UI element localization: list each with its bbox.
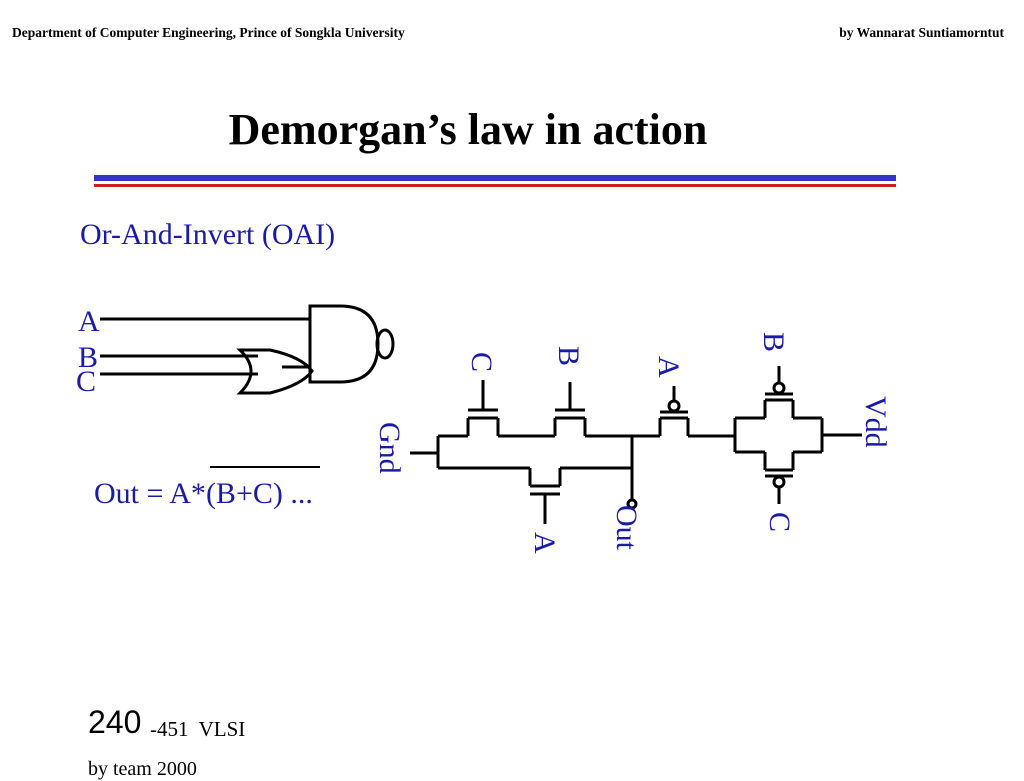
header-author: by Wannarat Suntiamorntut [839,25,1004,40]
transistor-labels: C B A A B C Gnd Vdd Out [373,332,892,554]
or-gate [236,348,314,395]
logic-gate [100,304,395,395]
footer-course-name: -451 VLSI [150,717,246,741]
pmos-a-label: A [652,356,685,378]
footer-credit: by team 2000 [88,758,197,780]
slide-title: Demorgan’s law in action [228,105,708,154]
out-label: Out [610,505,643,551]
nmos-c-label: C [465,352,498,372]
pmos-c-label: C [763,512,796,532]
transistor-network [410,366,862,524]
nmos-a-label: A [528,532,561,554]
gate-input-b: B [78,341,98,374]
pmos-c [763,452,795,504]
pmos-b-label: B [757,332,790,352]
nmos-b [553,382,587,436]
nmos-c [466,380,500,436]
title-rule-blue [94,175,896,181]
pmos-a [658,386,690,436]
equation-suffix: ... [283,477,313,510]
gnd-label: Gnd [373,422,406,474]
title-rule-red [94,184,896,187]
inversion-bubble [375,328,395,360]
and-gate [308,304,380,384]
footer-course-number: 240 [88,704,142,740]
nmos-b-label: B [552,346,585,366]
subtitle: Or-And-Invert (OAI) [80,218,336,251]
gate-input-a: A [78,305,100,338]
header-department: Department of Computer Engineering, Prin… [12,25,405,40]
nmos-a [528,468,562,524]
equation-overbar-term: (B+C) [206,477,283,510]
gate-input-c: C [76,365,96,398]
pmos-b [763,366,795,418]
equation-prefix: Out = A* [94,477,206,510]
equation: Out = A*(B+C) ... [94,477,313,510]
vdd-label: Vdd [859,396,892,448]
